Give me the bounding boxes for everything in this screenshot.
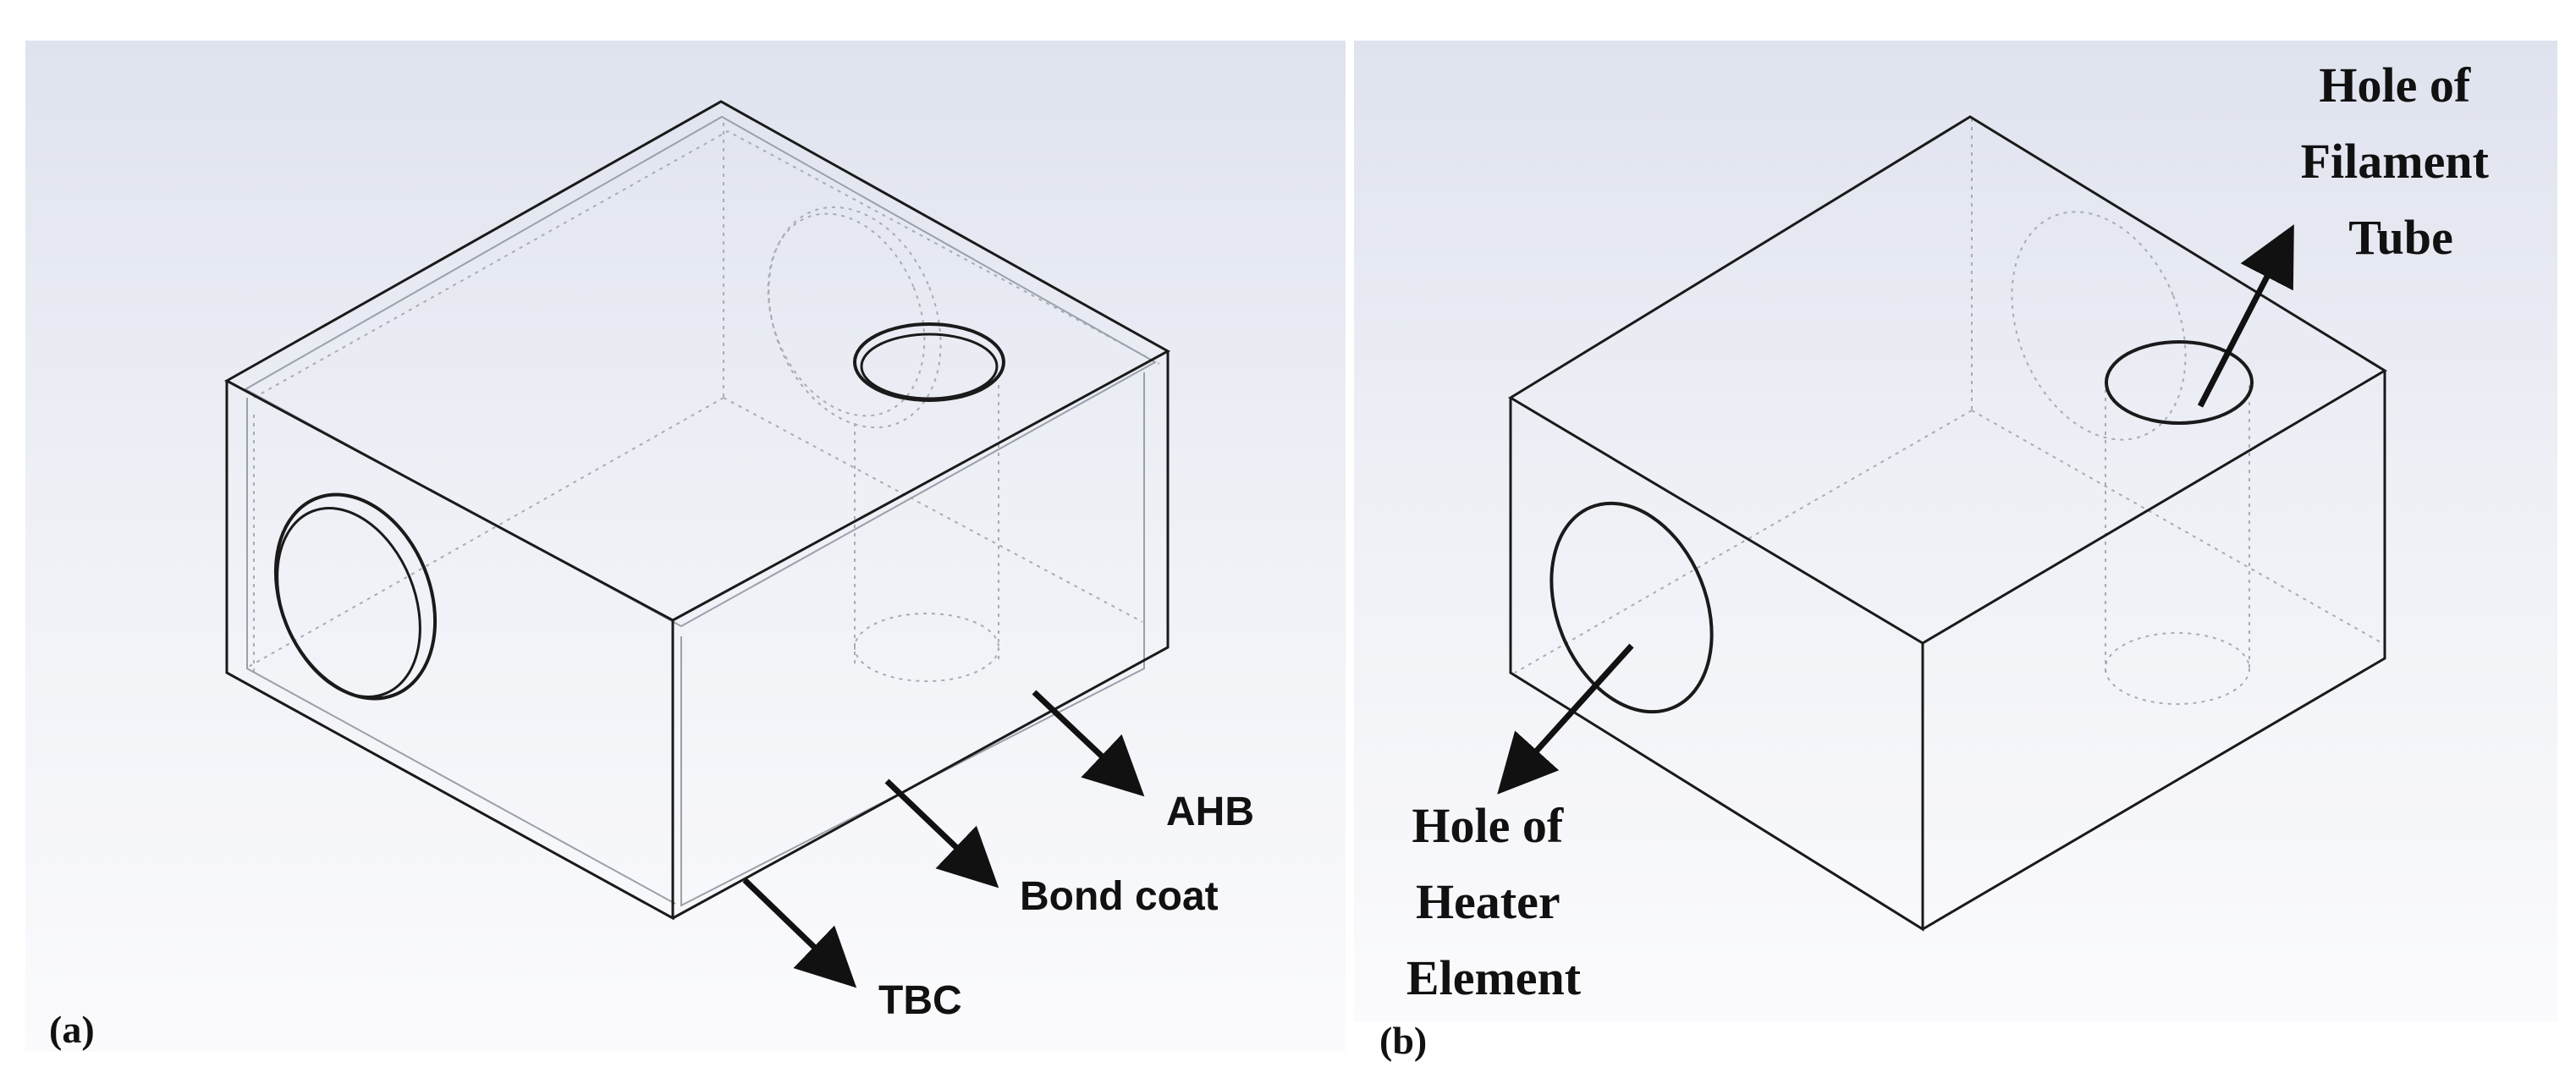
bond-coat-arrow — [884, 779, 999, 889]
heater-element-arrow — [1497, 643, 1634, 795]
filament-tube-label-line-1: Hole of — [2319, 58, 2470, 113]
side-hole — [273, 492, 438, 701]
panel-a-label: (a) — [49, 1008, 95, 1051]
panel-b: Hole of Filament Tube Hole of Heater Ele… — [1354, 0, 2576, 1084]
heater-element-label-line-2: Heater — [1416, 874, 1560, 929]
bond-coat-label: Bond coat — [1020, 874, 1219, 919]
ahb-arrow — [1032, 690, 1145, 797]
tbc-label: TBC — [878, 978, 962, 1023]
ahb-label: AHB — [1166, 790, 1254, 834]
heater-block-coated-drawing: AHB Bond coat TBC (a) — [25, 41, 1346, 1052]
filament-tube-label: Hole of Filament Tube — [2301, 58, 2502, 265]
heater-element-label-line-3: Element — [1406, 950, 1582, 1005]
block-outline — [223, 100, 1171, 921]
block-outline — [1508, 115, 2387, 932]
filament-tube-label-line-2: Filament — [2301, 134, 2490, 189]
heater-element-hole — [1549, 501, 1714, 714]
heater-element-label: Hole of Heater Element — [1406, 798, 1582, 1005]
viewport-background — [1354, 41, 2557, 1022]
tbc-arrow — [742, 878, 857, 988]
heater-block-plain-drawing: Hole of Filament Tube Hole of Heater Ele… — [1354, 41, 2557, 1062]
filament-tube-arrow — [2197, 224, 2294, 408]
viewport-background — [25, 41, 1346, 1052]
panel-a: AHB Bond coat TBC (a) — [25, 41, 1346, 1052]
callout-arrows — [1497, 224, 2294, 795]
callout-arrows — [742, 690, 1145, 988]
heater-element-label-line-1: Hole of — [1412, 798, 1563, 853]
panel-b-label: (b) — [1379, 1019, 1427, 1062]
filament-tube-hole — [2105, 340, 2254, 425]
hidden-edges — [1514, 118, 2383, 705]
hidden-edges — [245, 123, 1160, 682]
filament-tube-label-line-3: Tube — [2348, 210, 2453, 265]
top-hole — [853, 322, 1005, 402]
